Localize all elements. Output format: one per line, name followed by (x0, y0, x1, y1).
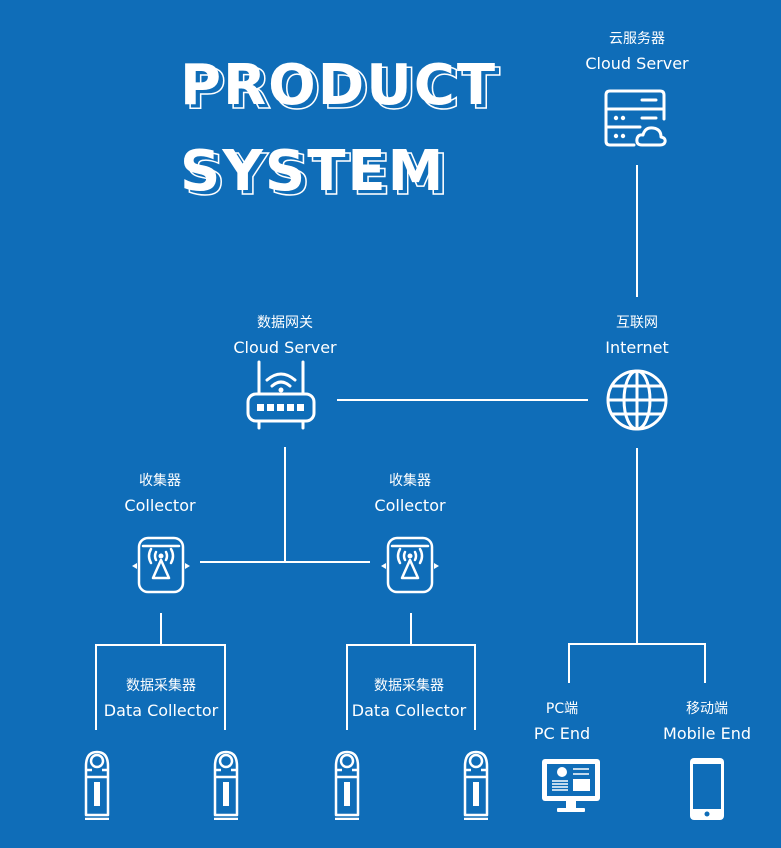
internet-cn: 互联网 (616, 315, 658, 331)
sensor-icon (463, 750, 489, 820)
collector-left-label: 收集器 Collector (124, 472, 195, 516)
mobile-end-en: Mobile End (663, 724, 751, 743)
pc-end-label: PC端 PC End (534, 700, 590, 744)
data-collector-right-label: 数据采集器 Data Collector (352, 677, 466, 721)
collector-left-en: Collector (124, 496, 196, 515)
router-icon (245, 360, 317, 432)
internet-label: 互联网 Internet (605, 314, 669, 358)
bracket-clients (568, 643, 706, 683)
pc-end-en: PC End (533, 724, 591, 743)
title-text: SYSTEM (180, 139, 446, 204)
collector-right-cn: 收集器 (388, 473, 431, 489)
data-collector-left-label: 数据采集器 Data Collector (104, 677, 218, 721)
mobile-end-cn: 移动端 (685, 701, 728, 717)
gateway-en: Cloud Server (233, 338, 337, 357)
data-collector-right-cn: 数据采集器 (373, 678, 444, 694)
antenna-icon (380, 536, 440, 594)
pc-end-cn: PC端 (545, 701, 579, 717)
collector-left-cn: 收集器 (138, 473, 181, 489)
cloud-server-en: Cloud Server (585, 54, 689, 73)
sensor-icon (84, 750, 110, 820)
smartphone-icon (689, 757, 725, 821)
monitor-icon (541, 758, 601, 814)
sensor-icon (334, 750, 360, 820)
antenna-icon (131, 536, 191, 594)
collector-right-label: 收集器 Collector (374, 472, 445, 516)
data-collector-left-en: Data Collector (103, 701, 219, 720)
internet-en: Internet (605, 338, 669, 357)
server-cloud-icon (604, 89, 670, 149)
data-collector-left-cn: 数据采集器 (125, 678, 196, 694)
title-line-1: PRODUCT PRODUCT (180, 58, 501, 119)
gateway-cn: 数据网关 (256, 315, 313, 331)
cloud-server-cn: 云服务器 (608, 31, 665, 47)
title-outline: PRODUCT (184, 57, 503, 122)
mobile-end-label: 移动端 Mobile End (663, 700, 751, 744)
title-line-2: SYSTEM SYSTEM (180, 144, 449, 205)
globe-icon (605, 368, 669, 432)
data-collector-right-en: Data Collector (351, 701, 467, 720)
title-outline: SYSTEM (184, 143, 451, 208)
bracket-data-collector-right (346, 644, 476, 730)
cloud-server-label: 云服务器 Cloud Server (585, 30, 688, 74)
title-text: PRODUCT (180, 53, 498, 118)
sensor-icon (213, 750, 239, 820)
collector-right-en: Collector (374, 496, 446, 515)
bracket-data-collector-left (95, 644, 226, 730)
gateway-label: 数据网关 Cloud Server (233, 314, 336, 358)
